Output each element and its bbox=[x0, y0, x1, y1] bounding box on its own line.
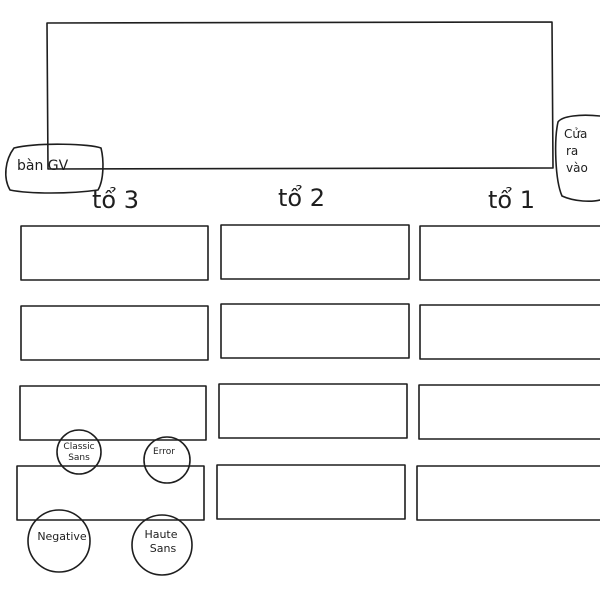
desk-col1-row1 bbox=[419, 225, 600, 281]
tag-error bbox=[143, 436, 191, 484]
desk-col2-row3 bbox=[218, 383, 408, 439]
tag-classic-sans bbox=[56, 429, 102, 475]
column-label-to-1: tổ 1 bbox=[488, 186, 535, 214]
tag-negative bbox=[27, 509, 91, 573]
board bbox=[46, 21, 554, 170]
desk-col3-row4 bbox=[16, 465, 205, 521]
tag-haute-sans-line2: Sans bbox=[150, 542, 177, 555]
tag-classic-sans-line1: Classic bbox=[63, 442, 94, 452]
tag-haute-sans bbox=[131, 514, 193, 576]
tag-classic-sans-line2: Sans bbox=[68, 453, 90, 463]
column-label-to-2: tổ 2 bbox=[278, 184, 325, 212]
door-label-1: Cửa bbox=[564, 127, 587, 141]
column-label-to-3: tổ 3 bbox=[92, 186, 139, 214]
desk-col1-row2 bbox=[419, 304, 600, 360]
teacher-desk-label: bàn GV bbox=[17, 158, 69, 174]
desk-col2-row2 bbox=[220, 303, 410, 359]
door-label-3: vào bbox=[566, 161, 588, 175]
desk-col1-row4 bbox=[416, 465, 600, 521]
desk-col2-row1 bbox=[220, 224, 410, 280]
tag-haute-sans-line1: Haute bbox=[144, 528, 177, 541]
tag-negative-label: Negative bbox=[37, 530, 87, 543]
desk-col1-row3 bbox=[418, 384, 600, 440]
door bbox=[554, 114, 600, 202]
desk-col3-row2 bbox=[20, 305, 209, 361]
tag-error-label: Error bbox=[153, 447, 175, 457]
desk-col3-row3 bbox=[19, 385, 207, 441]
teacher-desk bbox=[5, 143, 104, 194]
door-label-2: ra bbox=[566, 144, 578, 158]
desk-col2-row4 bbox=[216, 464, 406, 520]
desk-col3-row1 bbox=[20, 225, 209, 281]
